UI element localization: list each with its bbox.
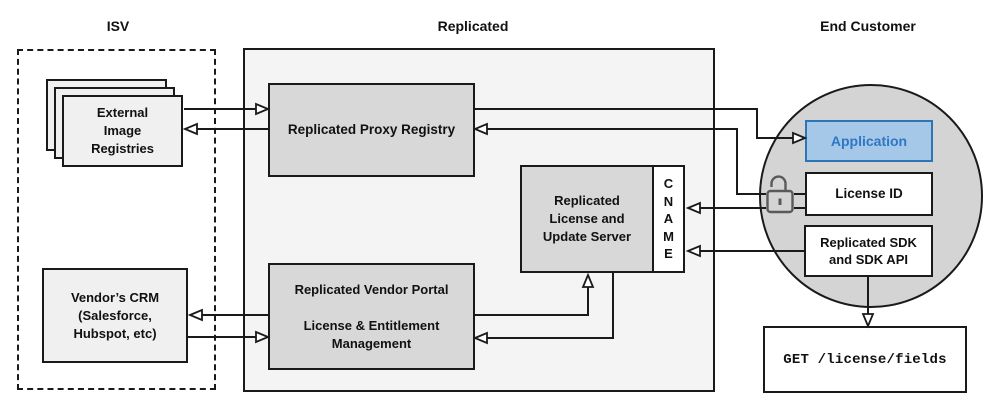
- end-customer-section-title: End Customer: [820, 18, 916, 34]
- cname-label: CNAME: [663, 176, 674, 262]
- replicated-section-title: Replicated: [437, 18, 509, 34]
- isv-section-title: ISV: [106, 18, 130, 34]
- vendor-portal-node: Replicated Vendor Portal License & Entit…: [268, 263, 475, 370]
- get-endpoint-label: GET /license/fields: [783, 351, 947, 368]
- replicated-sdk-node: Replicated SDK and SDK API: [804, 225, 933, 277]
- external-image-registries-node: External Image Registries: [62, 95, 183, 167]
- license-update-server-label: Replicated License and Update Server: [522, 167, 652, 271]
- arrowhead-down-icon: [861, 313, 875, 329]
- application-label: Application: [830, 133, 908, 149]
- license-update-server-node: Replicated License and Update Server CNA…: [520, 165, 685, 273]
- proxy-registry-node: Replicated Proxy Registry: [268, 83, 475, 177]
- cname-strip: CNAME: [652, 167, 683, 271]
- license-id-label: License ID: [835, 186, 903, 201]
- get-endpoint-node: GET /license/fields: [763, 326, 967, 393]
- replicated-sdk-label: Replicated SDK and SDK API: [820, 235, 917, 267]
- external-image-registries-label: External Image Registries: [91, 105, 154, 156]
- vendor-portal-title: Replicated Vendor Portal: [294, 281, 449, 297]
- vendor-portal-subtitle: License & Entitlement Management: [303, 317, 440, 351]
- vendors-crm-node: Vendor’s CRM (Salesforce, Hubspot, etc): [42, 268, 188, 363]
- vendors-crm-label: Vendor’s CRM (Salesforce, Hubspot, etc): [70, 289, 160, 341]
- license-id-node: License ID: [805, 172, 933, 216]
- proxy-registry-label: Replicated Proxy Registry: [287, 122, 456, 137]
- application-node: Application: [805, 120, 933, 162]
